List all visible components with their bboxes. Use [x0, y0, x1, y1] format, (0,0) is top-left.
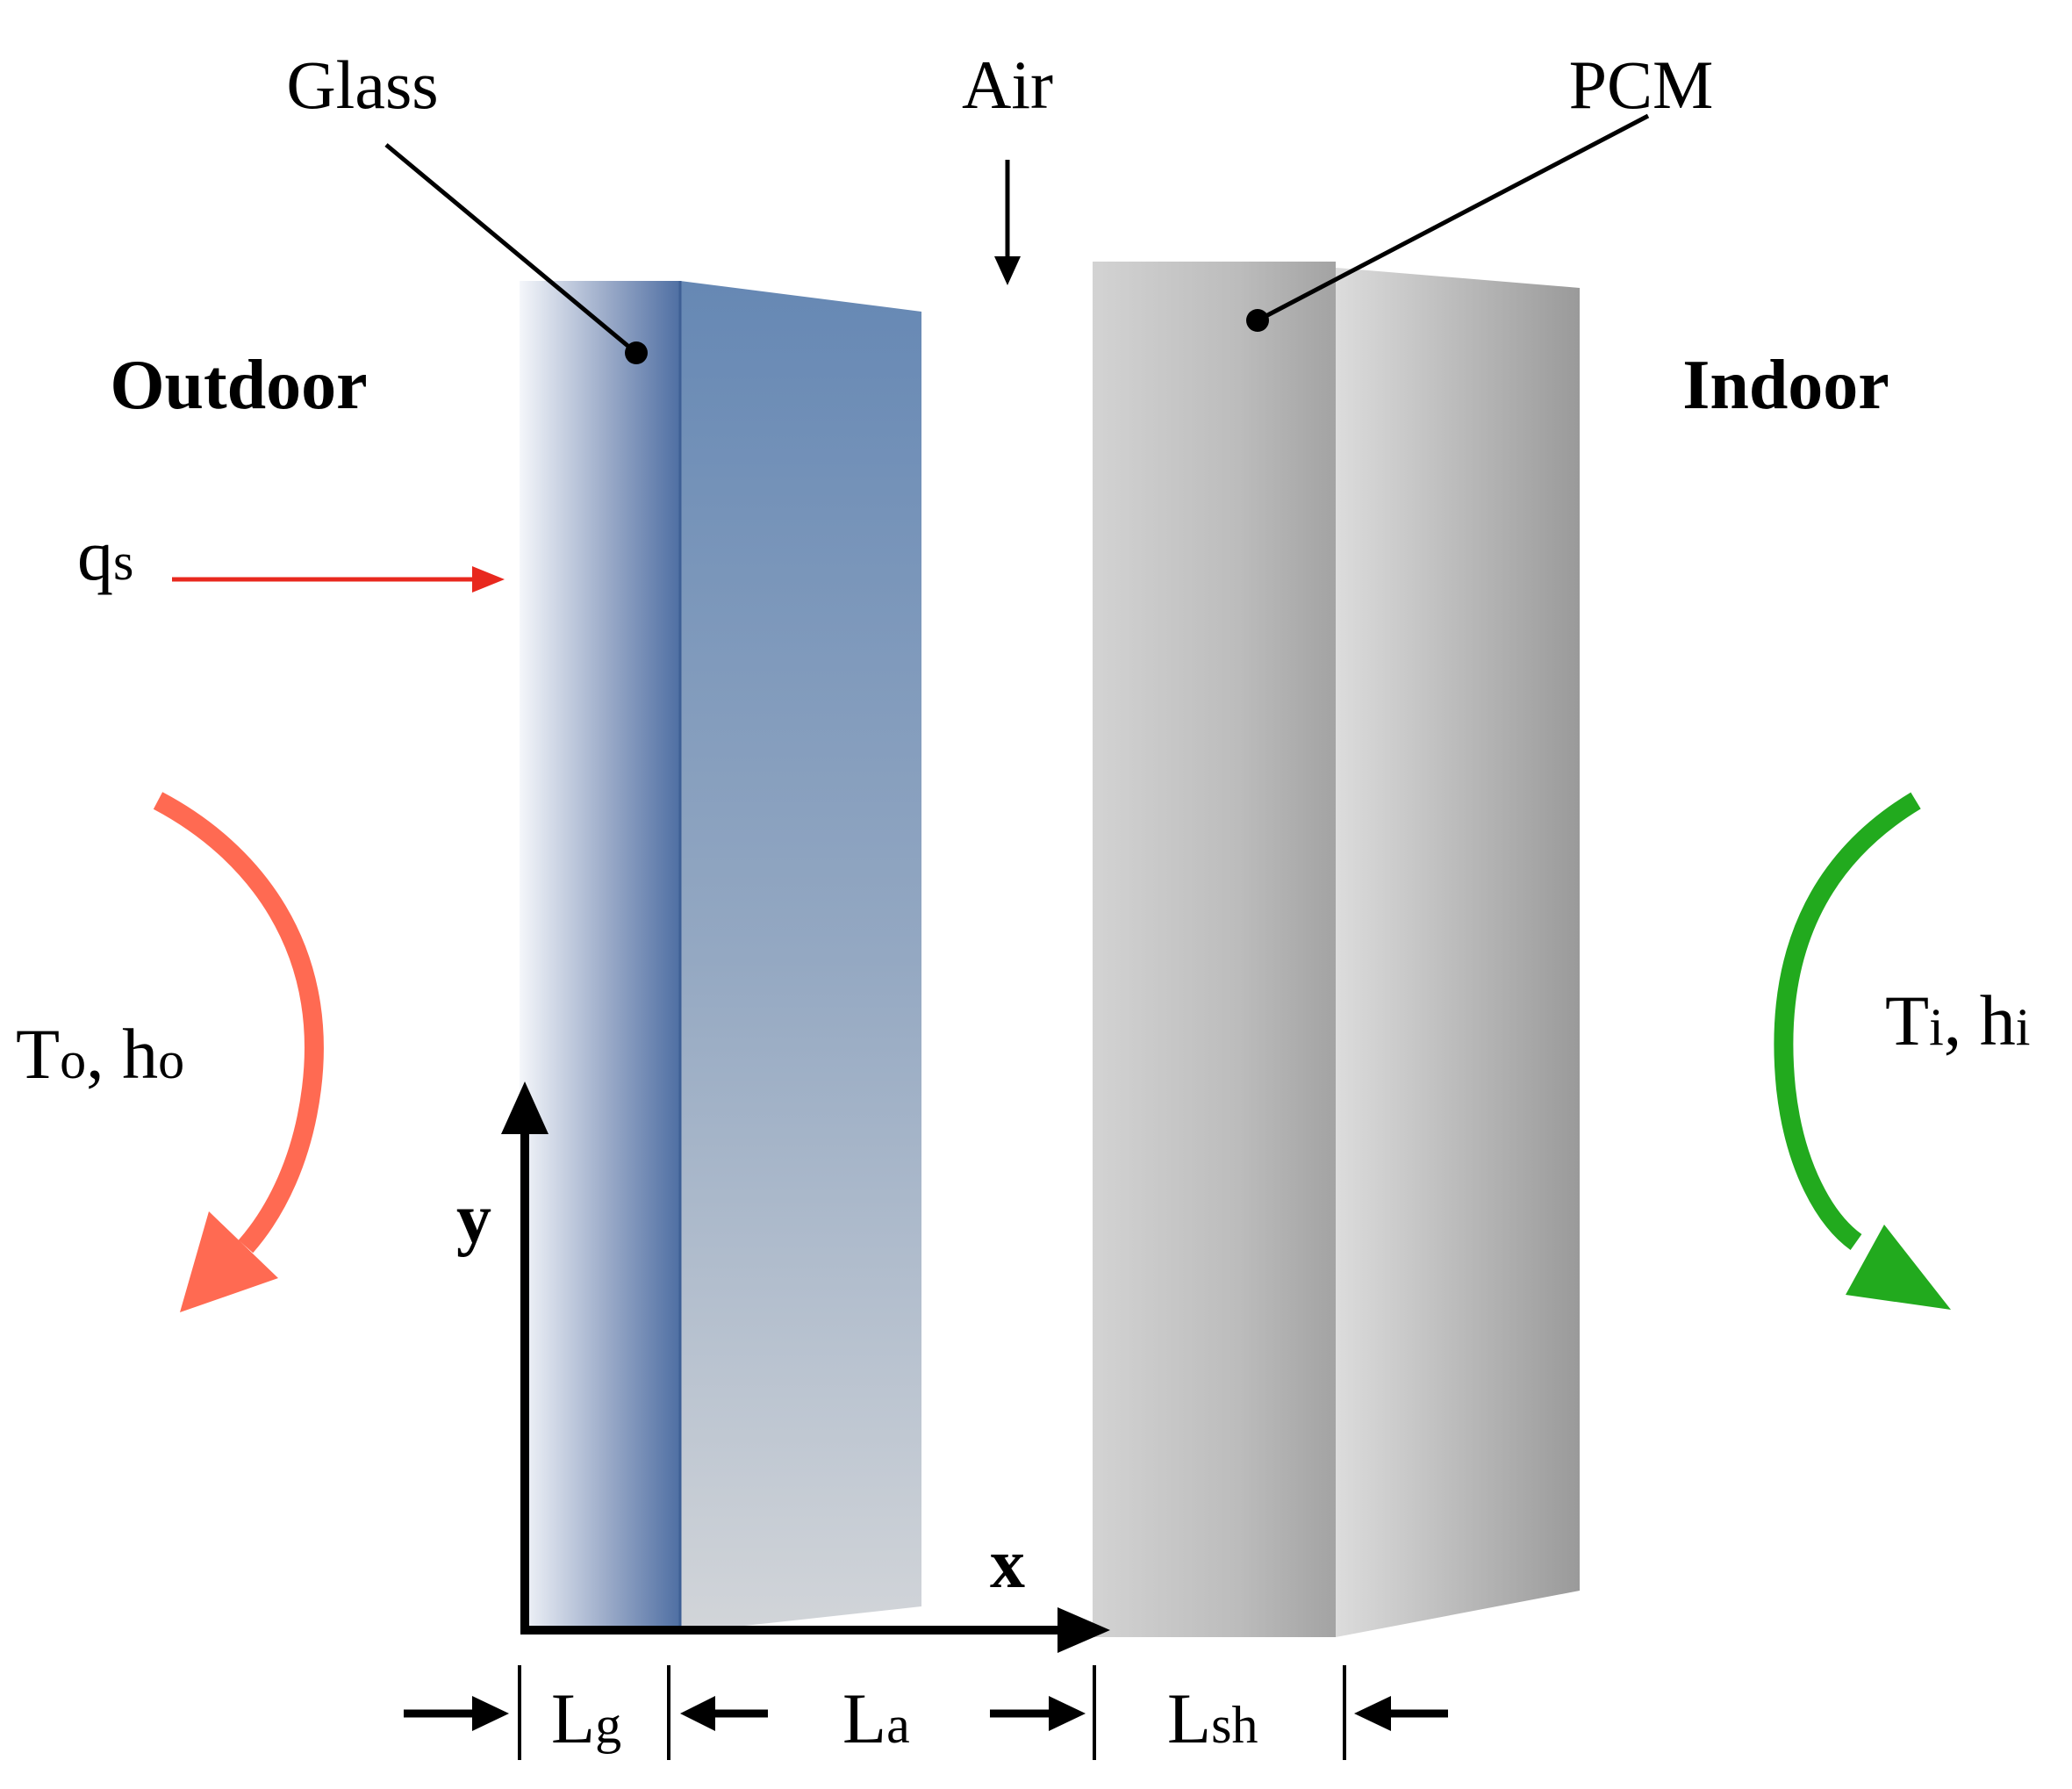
- solar-flux-arrow: [172, 566, 505, 593]
- glass-side-face: [680, 281, 921, 1633]
- pcm-front-face: [1093, 262, 1336, 1637]
- outdoor-label: Outdoor: [110, 347, 367, 424]
- glass-pane: [520, 281, 921, 1633]
- glass-label: Glass: [286, 47, 438, 123]
- pcm-leader-line: [1256, 113, 1650, 323]
- air-gap-thickness-label: La: [842, 1678, 910, 1758]
- indoor-conditions-label: Ti, hi: [1885, 981, 2030, 1060]
- glass-front-face: [520, 281, 680, 1633]
- indoor-convection-arrow: [1774, 792, 1951, 1310]
- pcm-label: PCM: [1569, 47, 1714, 123]
- glass-leader-dot: [625, 341, 648, 364]
- solar-flux-label: qs: [77, 515, 133, 595]
- x-axis-arrowhead: [1058, 1607, 1110, 1653]
- leader-lines: [384, 113, 1650, 364]
- outdoor-conditions-label: To, ho: [16, 1014, 184, 1094]
- y-axis-arrowhead: [501, 1081, 548, 1134]
- pcm-shutter: [1093, 262, 1580, 1637]
- coordinate-axes: [501, 1081, 1110, 1653]
- y-axis-label: y: [456, 1181, 491, 1258]
- dimension-markers: [404, 1665, 1448, 1760]
- glass-thickness-label: Lg: [551, 1678, 621, 1758]
- pcm-leader-dot: [1246, 309, 1269, 332]
- air-arrow: [994, 160, 1021, 285]
- x-axis-label: x: [990, 1526, 1025, 1603]
- air-label: Air: [962, 47, 1053, 123]
- outdoor-convection-arrow: [153, 792, 324, 1312]
- glass-leader-line: [384, 143, 638, 355]
- shutter-thickness-label: Lsh: [1167, 1678, 1258, 1758]
- pcm-side-face: [1336, 268, 1580, 1637]
- indoor-label: Indoor: [1682, 347, 1889, 424]
